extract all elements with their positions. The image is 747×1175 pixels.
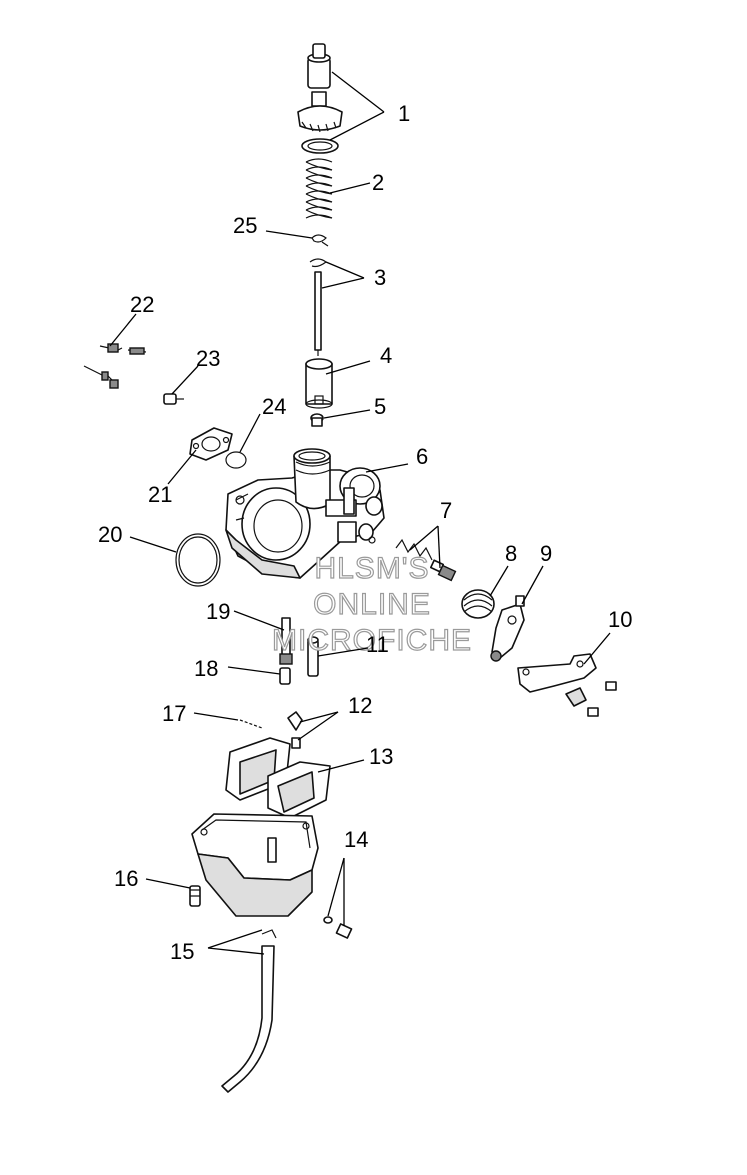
part-21-plate <box>189 427 233 461</box>
part-5-needle-jet <box>310 413 324 427</box>
callout-14: 14 <box>344 827 368 852</box>
callout-labels: 1 2 25 3 22 4 23 24 5 6 21 7 20 8 9 19 1… <box>98 101 632 964</box>
part-14-drain-screw <box>323 916 353 939</box>
watermark-line-2: ONLINE <box>313 588 431 621</box>
callout-24: 24 <box>262 394 286 419</box>
watermark-line-1: HLSM'S <box>314 552 429 585</box>
part-3-jet-needle <box>309 258 328 356</box>
callout-17: 17 <box>162 701 186 726</box>
callout-3: 3 <box>374 265 386 290</box>
callout-20: 20 <box>98 522 122 547</box>
watermark-line-3: MICROFICHE <box>272 624 472 657</box>
part-1-cap-assembly <box>297 43 343 154</box>
callout-11: 11 <box>366 632 389 657</box>
callout-2: 2 <box>372 170 384 195</box>
callout-5: 5 <box>374 394 386 419</box>
part-19-main-jet <box>279 617 293 665</box>
part-13-float <box>225 737 331 819</box>
callout-7: 7 <box>440 498 452 523</box>
part-8-spring <box>461 589 495 619</box>
float-bowl <box>191 813 319 917</box>
callout-10: 10 <box>608 607 632 632</box>
part-25-clip <box>311 234 329 247</box>
part-15-drain-hose <box>221 929 277 1093</box>
leader-lines <box>109 71 611 955</box>
part-10-cable-bracket <box>517 653 617 717</box>
part-20-gasket <box>175 533 221 587</box>
part-23-screw <box>163 393 184 405</box>
callout-13: 13 <box>369 744 393 769</box>
callout-1: 1 <box>398 101 410 126</box>
callout-18: 18 <box>194 656 218 681</box>
part-18-jet <box>279 667 291 685</box>
callout-9: 9 <box>540 541 552 566</box>
part-22-screws <box>83 343 147 389</box>
callout-22: 22 <box>130 292 154 317</box>
part-2-spring <box>305 158 333 219</box>
callout-16: 16 <box>114 866 138 891</box>
callout-19: 19 <box>206 599 230 624</box>
part-11-needle-jet-holder <box>307 636 319 677</box>
part-16-bowl-screw <box>189 885 201 907</box>
callout-25: 25 <box>233 213 257 238</box>
part-4-throttle-valve <box>305 358 333 409</box>
part-24-o-ring <box>225 451 247 469</box>
part-6-carburetor-body <box>225 448 385 579</box>
watermark: HLSM'S ONLINE MICROFICHE <box>271 551 472 657</box>
callout-21: 21 <box>148 482 172 507</box>
part-9-throttle-lever <box>490 595 525 662</box>
callout-6: 6 <box>416 444 428 469</box>
callout-4: 4 <box>380 343 392 368</box>
callout-8: 8 <box>505 541 517 566</box>
callout-15: 15 <box>170 939 194 964</box>
callout-23: 23 <box>196 346 220 371</box>
part-17-float-pin <box>239 719 263 729</box>
callout-12: 12 <box>348 693 372 718</box>
part-12-float-valve <box>287 711 303 749</box>
